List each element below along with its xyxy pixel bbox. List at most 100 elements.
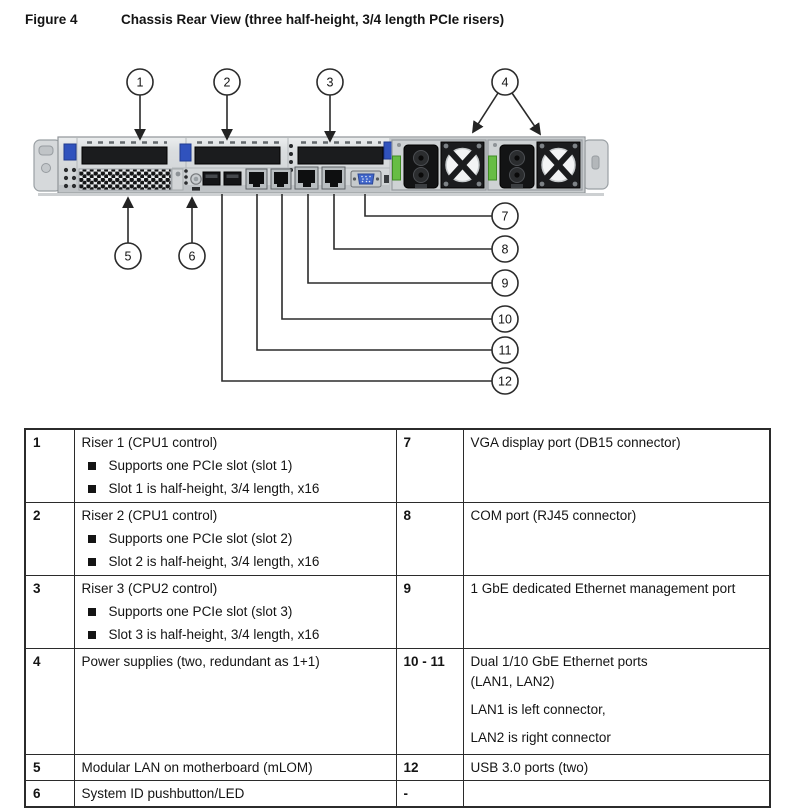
psu2-latch <box>488 155 497 181</box>
callout-10: 10 <box>281 194 519 333</box>
row2-right-desc: COM port (RJ45 connector) <box>462 502 771 576</box>
row4-right-desc: Dual 1/10 GbE Ethernet ports (LAN1, LAN2… <box>462 648 771 755</box>
table-row: 5 Modular LAN on motherboard (mLOM) 12 U… <box>24 754 771 781</box>
row6-left-title: System ID pushbutton/LED <box>81 786 245 801</box>
psu1-fan <box>440 141 485 189</box>
right-rack-ear <box>582 139 609 190</box>
status-leds <box>63 167 77 189</box>
table-row: 4 Power supplies (two, redundant as 1+1)… <box>24 648 771 755</box>
callout-5: 5 <box>114 196 142 270</box>
table-row: 2 Riser 2 (CPU1 control) Supports one PC… <box>24 502 771 576</box>
riser-slot-2 <box>194 146 281 165</box>
legend-table: 1 Riser 1 (CPU1 control) Supports one PC… <box>24 428 771 808</box>
row3-right-desc: 1 GbE dedicated Ethernet management port <box>462 575 771 649</box>
riser-clip-2 <box>179 143 192 162</box>
callout-2: 2 <box>213 68 241 141</box>
svg-text:6: 6 <box>189 250 196 264</box>
row5-right-num: 12 <box>395 754 464 781</box>
port-leds <box>184 169 188 185</box>
mlom-vent-panel <box>78 168 172 191</box>
svg-text:3: 3 <box>327 76 334 90</box>
usb-port-2 <box>223 171 242 186</box>
bullet-square-icon <box>87 462 96 470</box>
psu2-power-inlet <box>499 144 535 189</box>
chassis-rear-view-diagram: 1 2 3 4 5 6 7 <box>33 68 609 395</box>
svg-text:7: 7 <box>502 210 509 224</box>
svg-text:10: 10 <box>498 313 512 327</box>
row4-left-desc: Power supplies (two, redundant as 1+1) <box>73 648 397 755</box>
psu2-fan <box>536 141 581 189</box>
table-row: 3 Riser 3 (CPU2 control) Supports one PC… <box>24 575 771 649</box>
svg-text:2: 2 <box>224 76 231 90</box>
row2-left-title: Riser 2 (CPU1 control) <box>81 508 218 523</box>
callout-12: 12 <box>221 194 519 395</box>
svg-text:8: 8 <box>502 243 509 257</box>
bullet-square-icon <box>87 485 96 493</box>
row4-left-num: 4 <box>24 648 75 755</box>
figure-label: Figure 4 <box>25 12 78 27</box>
usb-port-1 <box>202 171 221 186</box>
usb-ports <box>202 171 242 186</box>
table-row: 6 System ID pushbutton/LED - <box>24 780 771 808</box>
row2-right-num: 8 <box>395 502 464 576</box>
svg-text:12: 12 <box>498 375 512 389</box>
callout-4: 4 <box>472 68 542 136</box>
row1-left-num: 1 <box>24 428 75 503</box>
row3-right-num: 9 <box>395 575 464 649</box>
row2-left-num: 2 <box>24 502 75 576</box>
row2-left-desc: Riser 2 (CPU1 control) Supports one PCIe… <box>73 502 397 576</box>
aux-connector <box>384 175 389 183</box>
riser-slot-1 <box>81 146 168 165</box>
callout-8: 8 <box>333 194 519 263</box>
svg-text:9: 9 <box>502 277 509 291</box>
power-supply-2 <box>487 139 583 191</box>
row6-left-num: 6 <box>24 780 75 808</box>
row5-left-desc: Modular LAN on motherboard (mLOM) <box>73 754 397 781</box>
lan-port-left <box>245 168 268 190</box>
row6-right-desc <box>462 780 771 808</box>
row3-left-title: Riser 3 (CPU2 control) <box>81 581 218 596</box>
bullet-square-icon <box>87 608 96 616</box>
ethernet-ports <box>245 166 346 190</box>
svg-text:5: 5 <box>125 250 132 264</box>
bullet-square-icon <box>87 631 96 639</box>
chassis <box>33 136 609 196</box>
row5-left-num: 5 <box>24 754 75 781</box>
psu1-power-inlet <box>403 144 439 189</box>
power-supply-1 <box>391 139 487 191</box>
row5-right-desc: USB 3.0 ports (two) <box>462 754 771 781</box>
table-row: 1 Riser 1 (CPU1 control) Supports one PC… <box>24 428 771 503</box>
row4-right-num: 10 - 11 <box>395 648 464 755</box>
row5-left-title: Modular LAN on motherboard (mLOM) <box>81 760 313 775</box>
riser-slot-3 <box>297 146 384 165</box>
lan-port-right <box>270 168 292 190</box>
figure-title: Chassis Rear View (three half-height, 3/… <box>121 12 505 27</box>
row1-right-desc: VGA display port (DB15 connector) <box>462 428 771 503</box>
vga-port <box>350 170 382 188</box>
svg-text:4: 4 <box>502 76 509 90</box>
callouts: 1 2 3 4 5 6 7 <box>114 68 542 395</box>
row1-left-desc: Riser 1 (CPU1 control) Supports one PCIe… <box>73 428 397 503</box>
callout-1: 1 <box>126 68 154 141</box>
row6-left-desc: System ID pushbutton/LED <box>73 780 397 808</box>
callout-7: 7 <box>364 194 519 230</box>
row6-right-num: - <box>395 780 464 808</box>
row4-left-title: Power supplies (two, redundant as 1+1) <box>81 654 320 669</box>
row1-right-num: 7 <box>395 428 464 503</box>
callout-11: 11 <box>256 194 519 364</box>
psu1-latch <box>392 155 401 181</box>
row3-left-num: 3 <box>24 575 75 649</box>
com-port <box>321 166 346 190</box>
left-rack-ear <box>33 139 62 192</box>
callout-6: 6 <box>178 196 206 270</box>
bracket-screw <box>171 168 184 191</box>
riser-clip-1 <box>63 143 77 161</box>
row1-left-title: Riser 1 (CPU1 control) <box>81 435 218 450</box>
svg-text:11: 11 <box>499 344 512 358</box>
figure-header: Figure 4 Chassis Rear View (three half-h… <box>25 12 785 27</box>
bullet-square-icon <box>87 535 96 543</box>
callout-9: 9 <box>307 194 519 297</box>
chassis-floor-shadow <box>38 193 604 196</box>
svg-text:1: 1 <box>137 76 144 90</box>
